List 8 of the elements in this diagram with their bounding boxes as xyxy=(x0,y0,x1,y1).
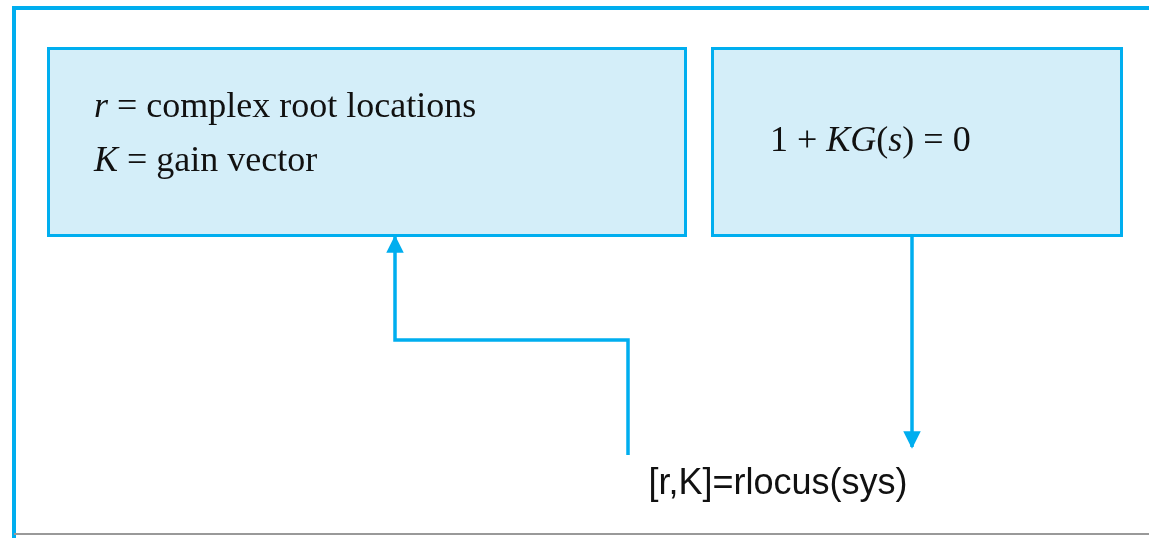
formula-text: 1 + KG(s) = 0 xyxy=(770,118,972,161)
process-box xyxy=(711,47,1123,237)
arrow xyxy=(903,237,921,449)
formula-text: r = complex root locations xyxy=(94,84,478,127)
process-box xyxy=(47,47,687,237)
code-text: [r,K]=rlocus(sys) xyxy=(648,460,908,504)
arrow xyxy=(386,235,630,455)
formula-text: K = gain vector xyxy=(94,138,319,181)
